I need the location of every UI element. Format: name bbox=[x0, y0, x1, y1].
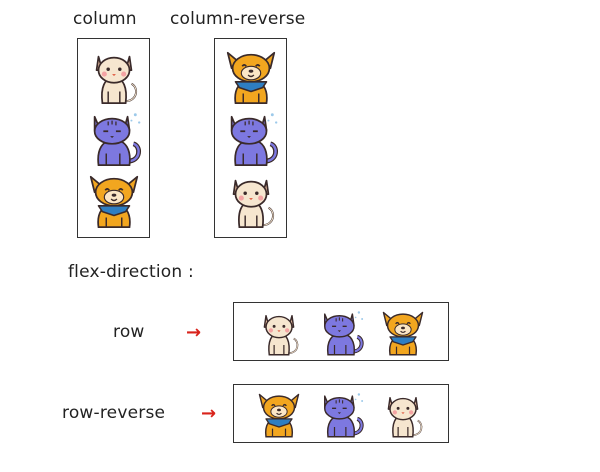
row-caption: row bbox=[113, 322, 145, 342]
purple-cat-icon bbox=[82, 107, 146, 169]
purple-cat-icon bbox=[315, 306, 367, 358]
column-container bbox=[77, 38, 150, 238]
flex-direction-label: flex-direction : bbox=[68, 262, 194, 282]
purple-cat-icon bbox=[315, 388, 367, 440]
beige-cat-icon bbox=[219, 169, 283, 231]
purple-cat-icon bbox=[219, 107, 283, 169]
row-reverse-container bbox=[233, 384, 449, 443]
row-arrow-icon: → bbox=[186, 322, 202, 343]
row-container bbox=[233, 302, 449, 361]
row-reverse-arrow-icon: → bbox=[201, 403, 217, 424]
row-reverse-caption: row-reverse bbox=[62, 403, 166, 423]
orange-cat-icon bbox=[253, 388, 305, 440]
beige-cat-icon bbox=[377, 388, 429, 440]
column-reverse-container bbox=[214, 38, 287, 238]
orange-cat-icon bbox=[377, 306, 429, 358]
beige-cat-icon bbox=[82, 45, 146, 107]
orange-cat-icon bbox=[82, 169, 146, 231]
orange-cat-icon bbox=[219, 45, 283, 107]
column-caption: column bbox=[73, 9, 137, 29]
beige-cat-icon bbox=[253, 306, 305, 358]
column-reverse-caption: column-reverse bbox=[170, 9, 306, 29]
